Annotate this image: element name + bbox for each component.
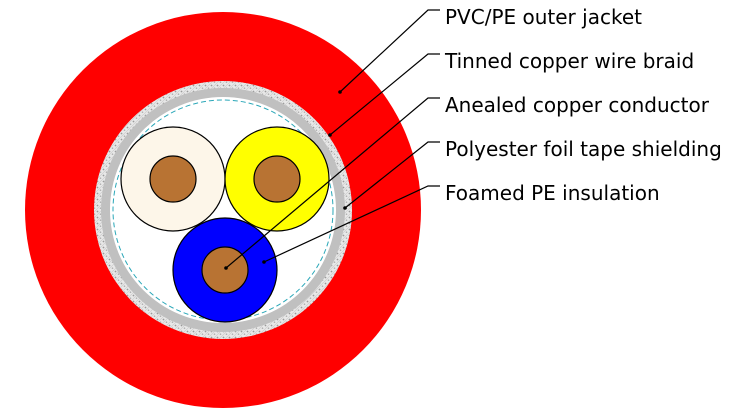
leader-conductor	[225, 97, 440, 269]
leader-dot-insulation	[262, 260, 266, 264]
conductor-blue	[201, 246, 249, 294]
leader-dot-braid	[328, 133, 332, 137]
core-blue	[172, 217, 278, 323]
label-foamed-insulation: Foamed PE insulation	[445, 181, 660, 205]
label-foil-tape-shielding: Polyester foil tape shielding	[445, 137, 722, 161]
leader-foil	[344, 141, 440, 209]
conductor-yellow	[253, 155, 301, 203]
core-cream	[120, 126, 226, 232]
leader-dot-foil	[343, 206, 347, 210]
leader-dot-conductor	[224, 266, 228, 270]
label-outer-jacket: PVC/PE outer jacket	[445, 5, 642, 29]
core-yellow	[224, 126, 330, 232]
leader-insulation	[263, 185, 440, 263]
label-copper-conductor: Anealed copper conductor	[445, 93, 710, 117]
conductor-cream	[149, 155, 197, 203]
leader-dot-jacket	[338, 90, 342, 94]
label-wire-braid: Tinned copper wire braid	[444, 49, 694, 73]
leader-braid	[329, 53, 440, 136]
leader-jacket	[339, 9, 440, 93]
